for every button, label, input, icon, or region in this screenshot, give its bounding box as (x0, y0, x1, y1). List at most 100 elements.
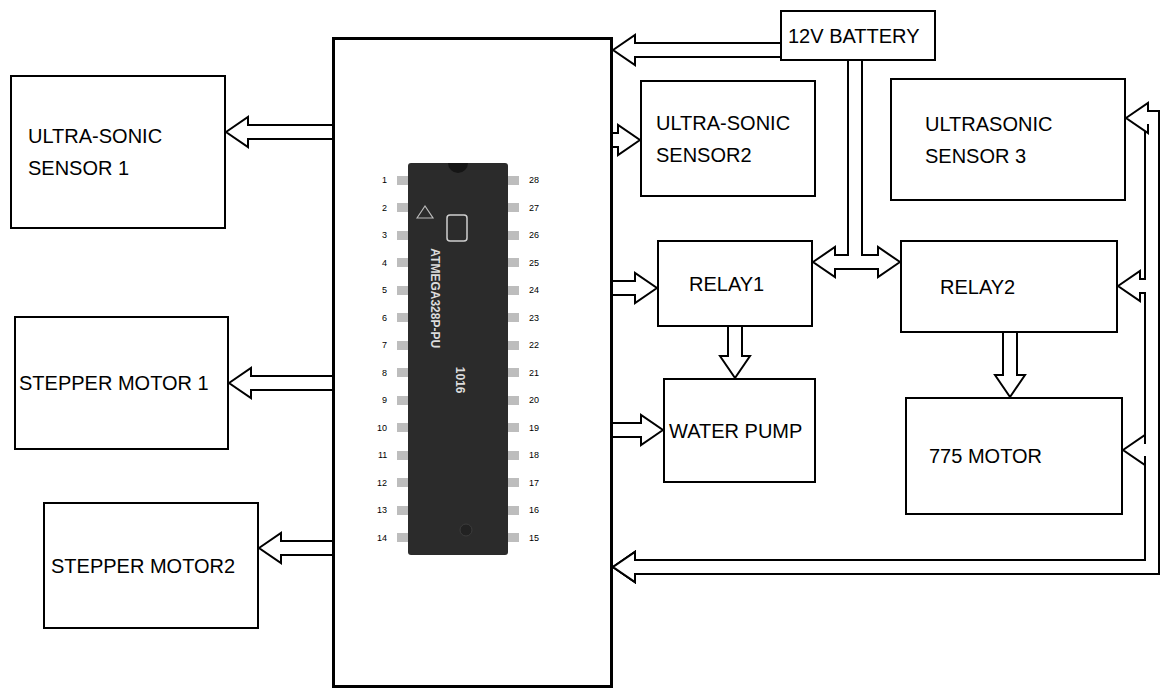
pin-number: 22 (529, 340, 539, 351)
arrow-joint (1137, 280, 1142, 292)
pin-number: 6 (382, 313, 387, 324)
arrow-joint (278, 542, 283, 554)
connector-core (855, 61, 877, 262)
arrow-head (1123, 435, 1145, 465)
pin-number: 7 (382, 340, 387, 351)
pin-number: 11 (378, 450, 387, 461)
arrow-joint (1142, 444, 1147, 456)
pin-number: 1 (382, 175, 387, 186)
arrow-joint (1145, 112, 1150, 124)
arrow-head (878, 247, 900, 277)
pin-number: 26 (529, 230, 539, 241)
pin-number: 27 (529, 203, 539, 214)
pin-number: 23 (529, 313, 539, 324)
arrow-head (1126, 103, 1148, 133)
chip-illustration (335, 40, 616, 689)
connector-core (613, 282, 634, 294)
arrow-joint (616, 134, 621, 146)
arrow-head (613, 552, 635, 582)
pin-number: 28 (529, 175, 539, 186)
pin-number: 4 (382, 258, 387, 269)
arrow-joint (245, 126, 250, 138)
arrow-joint (1004, 373, 1016, 378)
arrow-joint (632, 44, 637, 56)
pin-number: 12 (377, 478, 387, 489)
chip-marking: ATMEGA328P-PU (428, 248, 442, 348)
block-label: WATER PUMP (669, 415, 802, 447)
pin-number: 14 (377, 533, 387, 544)
block-box: ULTRASONIC SENSOR 3 (890, 78, 1126, 201)
arrow-joint (632, 561, 637, 573)
pin-number: 3 (382, 230, 387, 241)
block-box: RELAY2 (900, 240, 1118, 333)
pin-number: 19 (529, 423, 539, 434)
connector-core (1004, 333, 1016, 374)
pin-number: 21 (529, 368, 539, 379)
pin-number: 8 (382, 368, 387, 379)
arrow-head (641, 415, 663, 445)
connector-outline (613, 422, 640, 438)
arrow-head (995, 375, 1025, 397)
pin-number: 17 (529, 478, 539, 489)
connector-core (249, 126, 332, 138)
block-label: RELAY2 (940, 271, 1015, 303)
block-box: WATER PUMP (663, 378, 816, 483)
arrow-joint (876, 256, 881, 268)
connector-core (729, 327, 741, 355)
pin-number: 25 (529, 258, 539, 269)
pin-number: 13 (377, 505, 387, 516)
arrow-head (226, 117, 248, 147)
block-box: RELAY1 (657, 240, 813, 327)
connector-core (282, 542, 332, 554)
arrow-head (613, 552, 635, 582)
microcontroller-box: 1016ATMEGA328P-PU12345678910111213141516… (332, 37, 613, 688)
block-box: ULTRA-SONIC SENSOR2 (640, 80, 816, 197)
arrow-joint (632, 561, 637, 573)
pin-number: 2 (382, 203, 387, 214)
connector-outline (1002, 333, 1018, 374)
block-label: ULTRA-SONIC SENSOR2 (656, 107, 801, 171)
connector-outline (855, 61, 877, 262)
arrow-joint (632, 561, 637, 573)
pin-number: 20 (529, 395, 539, 406)
block-box: 12V BATTERY (780, 10, 936, 61)
block-label: RELAY1 (689, 268, 764, 300)
connector-outline (249, 124, 332, 140)
arrow-joint (729, 354, 741, 359)
block-label: ULTRASONIC SENSOR 3 (925, 108, 1075, 172)
block-box: STEPPER MOTOR2 (43, 502, 259, 629)
connector-core (636, 44, 780, 56)
connector-core (252, 377, 332, 389)
arrow-head (618, 125, 640, 155)
arrow-head (720, 356, 750, 378)
pin-number: 10 (377, 423, 387, 434)
arrow-joint (832, 256, 837, 268)
pin-number: 5 (382, 285, 387, 296)
connector-outline (636, 42, 780, 58)
arrow-joint (248, 377, 253, 389)
block-label: 775 MOTOR (929, 440, 1042, 472)
connector-outline (613, 280, 634, 296)
arrow-joint (633, 282, 638, 294)
connector-outline (252, 375, 332, 391)
block-label: 12V BATTERY (788, 20, 920, 52)
pin-number: 24 (529, 285, 539, 296)
block-box: ULTRA-SONIC SENSOR 1 (10, 75, 226, 229)
block-label: STEPPER MOTOR2 (51, 550, 235, 582)
connector-outline (727, 327, 743, 355)
connector-outline (282, 540, 332, 556)
arrow-joint (639, 424, 644, 436)
arrow-head (635, 273, 657, 303)
arrow-head (259, 533, 281, 563)
connector-core (613, 424, 640, 436)
pin-number: 16 (529, 505, 539, 516)
block-label: STEPPER MOTOR 1 (19, 367, 209, 399)
chip-marking: 1016 (452, 367, 466, 394)
arrow-head (1118, 271, 1140, 301)
arrow-head (229, 368, 251, 398)
arrow-head (813, 247, 835, 277)
arrow-head (613, 35, 635, 65)
block-box: STEPPER MOTOR 1 (14, 316, 229, 450)
arrow-head (613, 552, 635, 582)
